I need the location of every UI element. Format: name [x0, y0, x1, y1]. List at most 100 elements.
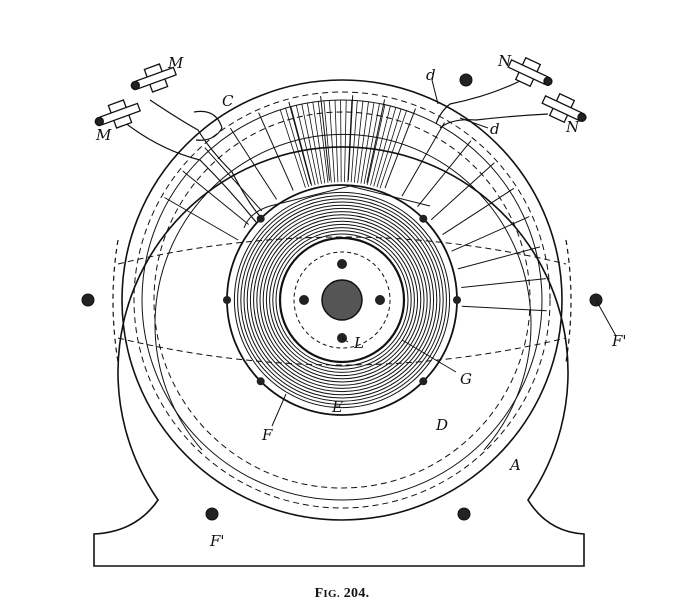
shaft — [321, 279, 363, 321]
label-G: G — [460, 370, 472, 388]
bolt-bottom-left — [205, 507, 219, 521]
coil-turn — [243, 201, 441, 399]
segment-line — [384, 108, 416, 189]
segment-line — [417, 140, 472, 208]
coil-turn — [233, 191, 451, 409]
hub-hole-top — [337, 259, 347, 269]
label-L: L — [353, 334, 364, 352]
coil-spiral-G — [233, 191, 451, 409]
dense-segment-line — [340, 99, 342, 183]
segment-line — [366, 99, 386, 183]
brush-wire-right-2 — [439, 113, 549, 129]
coil-inner-boundary — [278, 236, 406, 364]
terminal-post-N-right — [541, 92, 587, 124]
ring-hole — [419, 214, 428, 223]
brush-wire-left — [149, 99, 265, 221]
segment-line — [461, 305, 547, 312]
coil-turn — [262, 220, 422, 380]
brush-holder-C — [193, 110, 223, 141]
terminal-post-N-top — [507, 56, 553, 88]
dense-segment-line — [357, 101, 369, 184]
label-M-top: M — [167, 54, 184, 72]
coil-turn — [253, 211, 431, 389]
pole-left — [112, 239, 119, 363]
pole-right — [565, 239, 572, 363]
figure-caption: FIG. 204. — [0, 586, 684, 602]
label-d-top: d — [426, 66, 436, 84]
segment-line — [401, 122, 445, 197]
segment-line — [204, 147, 263, 212]
label-N-right: N — [565, 118, 580, 136]
ring-hole — [419, 377, 428, 386]
dense-segment-line — [373, 107, 397, 187]
dense-segment-line — [376, 108, 402, 188]
terminal-post-M-left — [94, 99, 141, 129]
label-F-right: F' — [611, 332, 627, 350]
coil-turn — [256, 214, 428, 386]
coil-turn — [246, 204, 438, 396]
dense-segment-line — [285, 107, 310, 187]
coil-turn — [237, 195, 447, 405]
brush-wire-right — [435, 79, 523, 125]
hub-dashed — [293, 251, 391, 349]
label-D: D — [435, 416, 448, 434]
coil-turn — [259, 217, 425, 383]
segment-line — [457, 246, 541, 270]
hub-hole-left — [299, 295, 309, 305]
terminal-post-M-top — [130, 63, 177, 93]
ring-hole — [453, 296, 461, 304]
armature-ring-dashed — [133, 91, 551, 509]
band-line — [243, 185, 431, 229]
frame-outline — [93, 146, 585, 567]
dense-segment-line — [379, 110, 407, 189]
caption-smallcaps: IG. — [323, 588, 340, 600]
dense-segment-line — [301, 104, 319, 185]
coil-turn — [240, 198, 444, 402]
segment-line — [461, 278, 546, 288]
segment-line — [229, 127, 278, 200]
coil-turn — [265, 223, 419, 377]
armature-ring-inner — [141, 99, 543, 501]
leader-F — [271, 393, 287, 427]
caption-prefix: F — [314, 586, 324, 601]
commutator-segments — [164, 95, 547, 312]
dense-segment-line — [353, 101, 364, 183]
segment-line — [258, 112, 294, 191]
dense-segment-line — [329, 100, 335, 183]
dense-segment-line — [347, 100, 353, 183]
dense-segment-block — [279, 99, 407, 189]
dense-segment-line — [363, 103, 380, 185]
dense-segment-line — [370, 105, 391, 186]
armature-ring-outer — [121, 79, 563, 521]
dense-segment-line — [295, 105, 316, 186]
field-line-lower — [117, 337, 567, 366]
ring-hole — [256, 214, 265, 223]
frame-inner-rim — [154, 133, 532, 451]
leader-d-right — [459, 117, 489, 129]
dense-segment-line — [344, 99, 347, 183]
coil-turn — [249, 207, 435, 393]
dense-segment-line — [360, 102, 375, 184]
dense-segment-line — [317, 101, 329, 183]
label-d-right: d — [490, 120, 500, 138]
label-F-bottom: F' — [209, 532, 225, 550]
segment-line — [451, 216, 530, 252]
dense-segment-line — [290, 106, 313, 187]
armature-ring-dashed-2 — [153, 111, 531, 489]
brush-wire-left-2 — [123, 121, 257, 223]
leader-G — [401, 339, 457, 373]
dense-segment-line — [366, 104, 386, 185]
bolt-left — [81, 293, 95, 307]
dense-segment-line — [312, 102, 326, 184]
label-C: C — [222, 92, 234, 110]
segment-line — [182, 170, 250, 225]
bolt-top — [459, 73, 473, 87]
label-M-left: M — [95, 126, 112, 144]
coil-turn — [275, 233, 409, 367]
coil-turn — [272, 230, 412, 370]
leader-F-right — [595, 299, 617, 337]
leader-L — [341, 337, 349, 343]
label-N-top: N — [497, 52, 512, 70]
segment-line — [164, 197, 239, 241]
